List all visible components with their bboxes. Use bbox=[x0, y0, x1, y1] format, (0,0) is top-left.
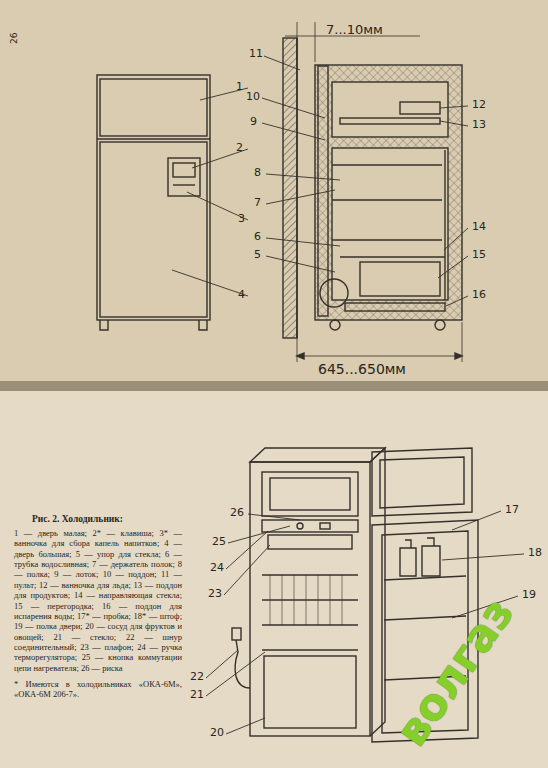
callout-number: 6 bbox=[254, 231, 261, 243]
callout-number: 19 bbox=[522, 589, 536, 601]
callout-number: 22 bbox=[190, 671, 204, 683]
callout-number: 2 bbox=[236, 142, 243, 154]
callout-number: 17 bbox=[505, 504, 519, 516]
callout-number: 15 bbox=[472, 249, 486, 261]
footnote: * Имеются в холодильниках «ОКА-6М», «ОКА… bbox=[14, 679, 182, 700]
dimension-label: 645...650мм bbox=[318, 362, 406, 377]
callout-number: 1 bbox=[236, 81, 243, 93]
callout-number: 8 bbox=[254, 167, 261, 179]
callout-number: 21 bbox=[190, 689, 204, 701]
callout-number: 14 bbox=[472, 221, 486, 233]
callout-number: 20 bbox=[210, 727, 224, 739]
callout-number: 7 bbox=[254, 197, 261, 209]
callout-number: 23 bbox=[208, 588, 222, 600]
callout-number: 26 bbox=[230, 507, 244, 519]
callout-number: 4 bbox=[238, 289, 245, 301]
callout-number: 13 bbox=[472, 119, 486, 131]
callout-number: 25 bbox=[212, 536, 226, 548]
callout-number: 11 bbox=[249, 48, 263, 60]
dimension-label: 7...10мм bbox=[326, 23, 383, 37]
callout-number: 3 bbox=[238, 213, 245, 225]
callout-number: 12 bbox=[472, 99, 486, 111]
callout-number: 10 bbox=[246, 91, 260, 103]
callout-number: 24 bbox=[210, 562, 224, 574]
callout-number: 18 bbox=[528, 547, 542, 559]
callout-number: 5 bbox=[254, 249, 261, 261]
callout-number: 16 bbox=[472, 289, 486, 301]
page-number: 26 bbox=[10, 33, 20, 44]
figure-caption: Рис. 2. Холодильник: bbox=[32, 514, 123, 524]
callout-number: 9 bbox=[250, 116, 257, 128]
legend-text: 1 — дверь малая; 2* — клавиша; 3* — ванн… bbox=[14, 528, 182, 673]
